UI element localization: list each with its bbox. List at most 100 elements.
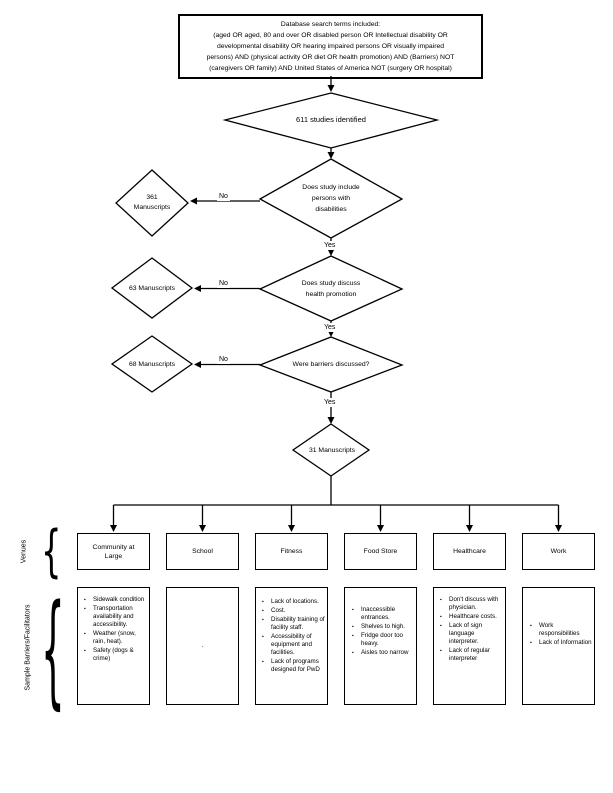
venue-label: School bbox=[192, 548, 213, 555]
no-label-3: No bbox=[217, 355, 230, 364]
venue-box-school: School bbox=[166, 533, 239, 570]
bullet-text: Transportation availability and accessib… bbox=[93, 605, 134, 628]
bullet-text: Cost. bbox=[271, 607, 286, 614]
decision-line: Does study discuss bbox=[301, 280, 361, 287]
bullet-icon: ▪ bbox=[262, 634, 264, 640]
search-terms-line: (caregivers OR family) AND United States… bbox=[209, 65, 452, 72]
bullet-icon: ▪ bbox=[352, 650, 354, 656]
search-terms-line: (aged OR aged, 80 and over OR disabled p… bbox=[213, 32, 448, 39]
venue-box-work: Work bbox=[522, 533, 595, 570]
venues-section-label: Venues bbox=[20, 539, 28, 564]
barrier-panel-fitness: ▪Lack of locations.▪Cost.▪Disability tra… bbox=[255, 587, 328, 705]
venue-label: Community at Large bbox=[92, 543, 135, 560]
bullet-icon: ▪ bbox=[440, 614, 442, 620]
bullet-text: Aisles too narrow bbox=[361, 649, 409, 656]
studies-identified-label: 611 studies identified bbox=[296, 115, 366, 124]
excluded-line: 361 bbox=[146, 194, 158, 201]
bullet-icon: ▪ bbox=[530, 623, 532, 629]
diamond-excluded-68 bbox=[110, 335, 194, 393]
bullet-item: ▪ Safety (dogs & crime) bbox=[84, 647, 147, 663]
bullet-icon: ▪ bbox=[530, 640, 532, 646]
bullet-text: Disability training of facility staff. bbox=[271, 616, 325, 631]
decision-health-promotion-label: Does study discuss health promotion bbox=[266, 278, 396, 300]
diamond-health-promotion bbox=[258, 255, 404, 322]
final-manuscripts-label: 31 Manuscripts bbox=[308, 447, 356, 454]
decision-line: persons with bbox=[311, 195, 351, 202]
diamond-include-disabilities bbox=[258, 158, 404, 239]
bullet-icon: ▪ bbox=[262, 599, 264, 605]
no-label-2: No bbox=[217, 279, 230, 288]
bullet-icon: ▪ bbox=[262, 659, 264, 665]
yes-label-2: Yes bbox=[322, 323, 338, 332]
bullet-text: Shelves to high. bbox=[361, 623, 406, 630]
diamond-excluded-361 bbox=[115, 169, 189, 237]
bullet-item: ▪ Healthcare costs. bbox=[440, 613, 503, 621]
yes-label-1: Yes bbox=[322, 241, 338, 250]
bullet-text: Fridge door too heavy. bbox=[361, 632, 403, 647]
excluded-361-label: 361 Manuscripts bbox=[114, 193, 190, 213]
excluded-63-label: 63 Manuscripts bbox=[128, 285, 176, 292]
barrier-panel-school: . bbox=[166, 587, 239, 705]
venue-box-healthcare: Healthcare bbox=[433, 533, 506, 570]
bullet-icon: ▪ bbox=[440, 597, 442, 603]
bullet-item: ▪Sidewalk condition bbox=[84, 596, 147, 604]
venue-box-fitness: Fitness bbox=[255, 533, 328, 570]
bullet-icon: ▪ bbox=[440, 648, 442, 654]
bullet-icon: ▪ bbox=[352, 624, 354, 630]
bullet-item: ▪Lack of Information bbox=[530, 639, 592, 647]
bullet-text: Weather (snow, rain, heat). bbox=[93, 630, 136, 645]
venue-label: Work bbox=[550, 548, 567, 555]
bullet-icon: ▪ bbox=[262, 608, 264, 614]
bullet-text: Safety (dogs & crime) bbox=[93, 647, 134, 662]
decision-disabilities-label: Does study include persons with disabili… bbox=[266, 182, 396, 215]
bullet-icon: ▪ bbox=[84, 631, 86, 637]
bullet-item: ▪ Shelves to high. bbox=[352, 623, 414, 631]
no-label-1: No bbox=[217, 192, 230, 201]
bullet-text: Inaccessible entrances. bbox=[361, 606, 396, 621]
decision-barriers-label: Were barriers discussed? bbox=[292, 361, 370, 368]
bullet-icon: ▪ bbox=[440, 623, 442, 629]
diamond-studies-identified bbox=[222, 92, 440, 149]
bullet-item: ▪ Aisles too narrow bbox=[352, 649, 414, 657]
bullet-item: ▪ Lack of locations. bbox=[262, 598, 325, 606]
bullet-item: ▪ Transportation availability and accessi… bbox=[84, 605, 147, 629]
decision-line: Does study include bbox=[302, 184, 360, 191]
barrier-panel-food-store: ▪Inaccessible entrances.▪Shelves to high… bbox=[344, 587, 417, 705]
bullet-text: Healthcare costs. bbox=[449, 613, 497, 620]
bullet-item: ▪ Fridge door too heavy. bbox=[352, 632, 414, 648]
bullet-item: ▪Inaccessible entrances. bbox=[352, 606, 414, 622]
bullet-text: Lack of programs designed for PwD bbox=[271, 658, 320, 673]
venue-label: Food Store bbox=[363, 548, 398, 555]
bullet-item: ▪Disability training of facility staff. bbox=[262, 616, 325, 632]
bullet-item: ▪ Accessibility of equipment and faciliti… bbox=[262, 633, 325, 657]
venues-brace-icon: { bbox=[41, 519, 62, 584]
bullet-item: ▪ Weather (snow, rain, heat). bbox=[84, 630, 147, 646]
barrier-panel-healthcare: ▪Don't discuss with physician.▪Healthcar… bbox=[433, 587, 506, 705]
bullet-item: ▪ Lack of programs designed for PwD bbox=[262, 658, 325, 674]
bullet-icon: ▪ bbox=[352, 633, 354, 639]
school-panel-dot: . bbox=[201, 642, 204, 649]
diamond-barriers-discussed bbox=[258, 336, 404, 393]
decision-line: health promotion bbox=[305, 291, 357, 298]
venue-box-food-store: Food Store bbox=[344, 533, 417, 570]
search-terms-box: Database search terms included: (aged OR… bbox=[178, 14, 483, 79]
arrowheads bbox=[110, 85, 562, 532]
bullet-item: ▪Don't discuss with physician. bbox=[440, 596, 503, 612]
barrier-panel-community: ▪Sidewalk condition▪Transportation avail… bbox=[77, 587, 150, 705]
bullet-text: Lack of locations. bbox=[271, 598, 319, 605]
venue-label: Healthcare bbox=[453, 548, 486, 555]
bullet-icon: ▪ bbox=[84, 606, 86, 612]
bullet-text: Lack of sign language interpreter. bbox=[449, 622, 483, 645]
decision-line: disabilities bbox=[315, 206, 347, 213]
venue-label: Fitness bbox=[280, 548, 303, 555]
bullet-icon: ▪ bbox=[84, 648, 86, 654]
excluded-68-label: 68 Manuscripts bbox=[128, 361, 176, 368]
bullet-text: Work responsibilities bbox=[539, 622, 580, 637]
bullet-item: ▪ Lack of sign language interpreter. bbox=[440, 622, 503, 646]
bullet-text: Sidewalk condition bbox=[93, 596, 145, 603]
excluded-line: Manuscripts bbox=[133, 204, 171, 211]
bullet-text: Accessibility of equipment and facilitie… bbox=[271, 633, 312, 656]
sample-barriers-section-label: Sample Barriers/Facilitators bbox=[24, 604, 32, 691]
